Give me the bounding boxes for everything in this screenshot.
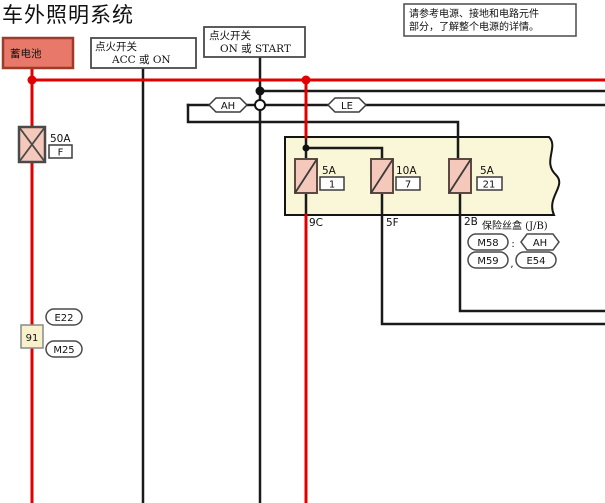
fuse-diagonal <box>448 158 472 194</box>
ignition-acc-line2: ACC 或 ON <box>111 54 171 66</box>
red-junction-dots <box>27 75 311 85</box>
fuse-diagonal <box>370 158 394 194</box>
wire-pin-5f <box>380 191 605 326</box>
jb-annotation: 保险丝盒 (J/B) M58 : AH M59 , E54 <box>467 219 560 270</box>
jb-fuses: 5A 10A 5A 1 7 21 9C 5F 2B <box>294 158 503 229</box>
connector-oval-m59 <box>467 251 509 269</box>
pass-through-box <box>20 324 44 349</box>
connector-label: AH <box>533 238 547 249</box>
connector-oval-m25 <box>45 340 83 358</box>
battery-box: 蓄电池 <box>1 36 75 70</box>
connector-label: E54 <box>526 256 545 267</box>
fusible-link-cross <box>18 126 46 163</box>
fuse-id-box <box>319 176 345 191</box>
connector-le-label: LE <box>341 101 353 112</box>
ignition-start-line1: 点火开关 <box>209 29 251 42</box>
junction-box-body <box>284 136 561 216</box>
fusible-link-rating: 50A <box>50 133 71 145</box>
wire-jb-internal-branch <box>304 146 384 161</box>
ignition-acc-line1: 点火开关 <box>95 40 137 53</box>
junction-dot <box>302 144 310 152</box>
fuse-pin-label: 9C <box>309 217 323 229</box>
connector-hexagon-le-icon <box>326 97 368 113</box>
connector-oval-e22 <box>45 308 83 326</box>
fusible-link-id-box <box>48 144 73 159</box>
separator: : <box>511 239 514 250</box>
connector-ah-label: AH <box>221 101 235 112</box>
ignition-acc-box: 点火开关 ACC 或 ON <box>90 37 197 69</box>
pass-through-id: 91 <box>26 333 39 344</box>
ignition-start-rect <box>203 26 306 58</box>
fuse-pin-label: 5F <box>386 217 399 229</box>
fuse-id-box <box>476 176 503 191</box>
connector-hexagon-ah2-icon <box>520 233 560 251</box>
junction-dot <box>27 75 37 85</box>
note-line1: 请参考电源、接地和电路元件 <box>409 7 539 20</box>
battery-rect <box>1 36 75 70</box>
ignition-start-line2: ON 或 START <box>220 43 291 55</box>
page-title: 车外照明系统 <box>2 3 134 27</box>
fuse-id: 7 <box>405 180 411 191</box>
fuse-id: 1 <box>329 180 335 191</box>
note-line2: 部分，了解整个电源的详情。 <box>409 20 539 33</box>
connector-hexagon-ah-icon <box>207 97 249 113</box>
open-junction-circle <box>254 99 266 111</box>
pass-through-connector: 91 E22 M25 <box>20 308 83 358</box>
ignition-acc-rect <box>90 37 197 69</box>
fuse-rating: 5A <box>322 165 337 177</box>
fusible-link-50a: 50A F <box>17 125 73 164</box>
connector-oval-m58 <box>467 233 509 251</box>
jb-label: 保险丝盒 (J/B) <box>482 219 548 232</box>
fuse-rating: 10A <box>396 165 417 177</box>
connector-oval-e54 <box>515 251 557 269</box>
connector-label: M58 <box>477 238 498 249</box>
junction-dot <box>301 75 311 85</box>
fuse-diagonal <box>294 158 318 194</box>
wire-to-fuse-21 <box>186 103 460 161</box>
connector-label: E22 <box>54 313 73 324</box>
fuse-rating: 5A <box>480 165 495 177</box>
red-wires <box>30 66 605 503</box>
note-box: 请参考电源、接地和电路元件 部分，了解整个电源的详情。 <box>403 3 577 37</box>
note-rect <box>403 3 577 37</box>
black-wires <box>141 55 605 503</box>
wire-pin-2b <box>458 191 605 313</box>
fuse-id: 21 <box>483 180 496 191</box>
fuse-pin-label: 2B <box>464 216 478 228</box>
separator: , <box>510 259 513 270</box>
battery-label: 蓄电池 <box>10 47 42 60</box>
ignition-start-box: 点火开关 ON 或 START <box>203 26 306 58</box>
fuse-id-box <box>395 176 421 191</box>
fusible-link-id: F <box>58 148 64 159</box>
junction-dot <box>255 86 265 96</box>
connector-label: M59 <box>477 256 498 267</box>
connector-label: M25 <box>53 345 74 356</box>
